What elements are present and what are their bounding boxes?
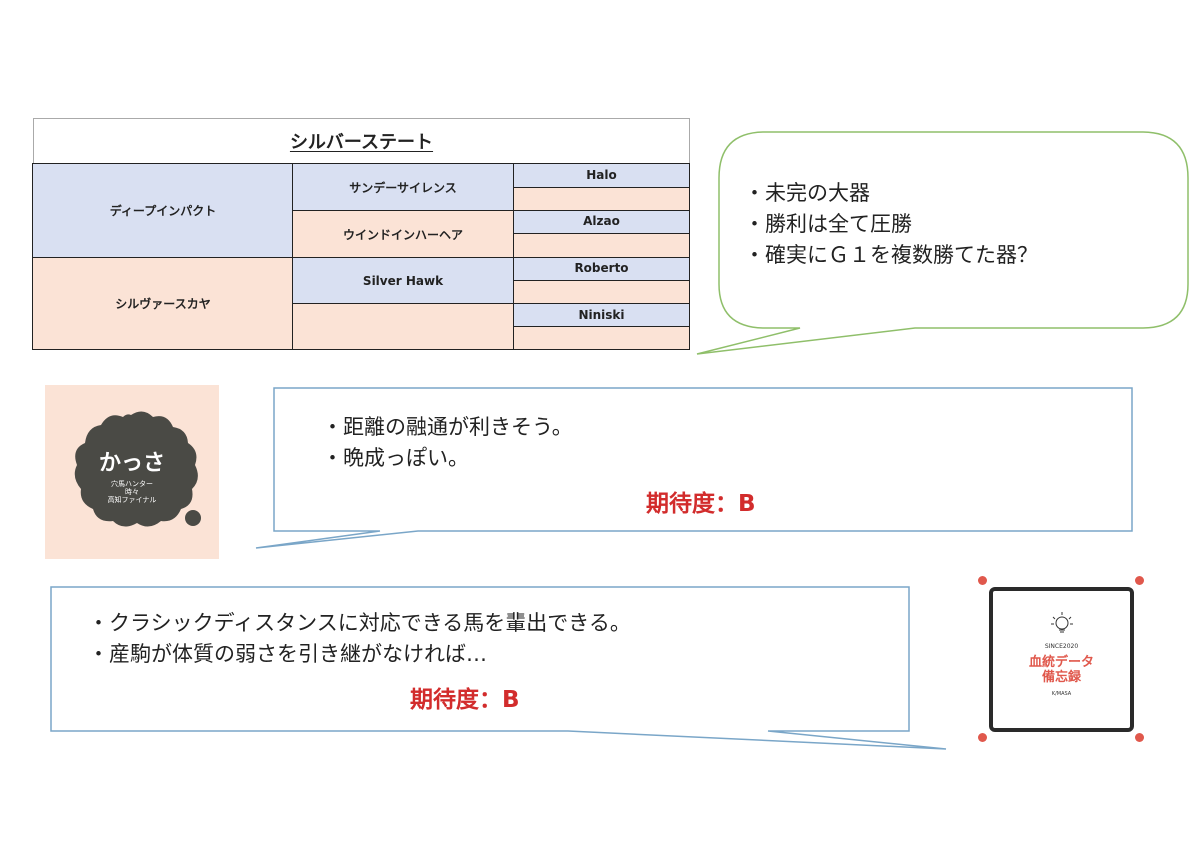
bubble1-line: ・確実にＧ１を複数勝てた器？ xyxy=(744,243,1038,267)
bubble3-expectation: 期待度：B xyxy=(410,687,520,713)
corner-dot xyxy=(978,733,987,742)
bubble2-expectation: 期待度：B xyxy=(646,491,756,517)
ketto-logo: SINCE2020 血統データ 備忘録 K/MASA xyxy=(978,576,1144,742)
ketto-logo-title: 血統データ 備忘録 xyxy=(993,655,1130,685)
kassa-logo: かっさ 穴馬ハンター 時々 高知ファイナル xyxy=(45,385,219,559)
bubble3-line: ・産駒が体質の弱さを引き継がなければ… xyxy=(88,642,487,666)
bubble2-text: ・距離の融通が利きそう。 ・晩成っぽい。 xyxy=(322,412,1102,474)
lightbulb-icon xyxy=(1051,612,1073,633)
bubble2-line: ・晩成っぽい。 xyxy=(322,446,469,470)
pedigree-title-text: シルバーステート xyxy=(289,132,434,153)
kassa-logo-tagline: 穴馬ハンター 時々 高知ファイナル xyxy=(75,480,189,504)
bubble1-line: ・勝利は全て圧勝 xyxy=(744,212,912,236)
kassa-tagline-line: 穴馬ハンター xyxy=(111,480,153,488)
corner-dot xyxy=(978,576,987,585)
ketto-logo-title-line: 備忘録 xyxy=(1041,670,1081,685)
kassa-tagline-line: 高知ファイナル xyxy=(107,496,157,504)
kassa-logo-name: かっさ xyxy=(98,451,165,476)
bubble1-text: ・未完の大器 ・勝利は全て圧勝 ・確実にＧ１を複数勝てた器？ xyxy=(744,178,1174,271)
kassa-blob-icon xyxy=(74,411,201,527)
corner-dot xyxy=(1135,733,1144,742)
kassa-tagline-line: 時々 xyxy=(125,488,139,496)
pedigree-title: シルバーステート xyxy=(33,118,690,163)
bubble3-text: ・クラシックディスタンスに対応できる馬を輩出できる。 ・産駒が体質の弱さを引き継… xyxy=(88,608,898,670)
corner-dot xyxy=(1135,576,1144,585)
ketto-logo-title-line: 血統データ xyxy=(1028,655,1094,670)
bubble3-line: ・クラシックディスタンスに対応できる馬を輩出できる。 xyxy=(88,611,631,635)
bubble1-line: ・未完の大器 xyxy=(744,181,870,205)
bubble2-line: ・距離の融通が利きそう。 xyxy=(322,415,573,439)
ketto-logo-author: K/MASA xyxy=(1051,691,1072,697)
ketto-logo-frame: SINCE2020 血統データ 備忘録 K/MASA xyxy=(989,587,1134,732)
ketto-logo-since: SINCE2020 xyxy=(1044,643,1079,650)
